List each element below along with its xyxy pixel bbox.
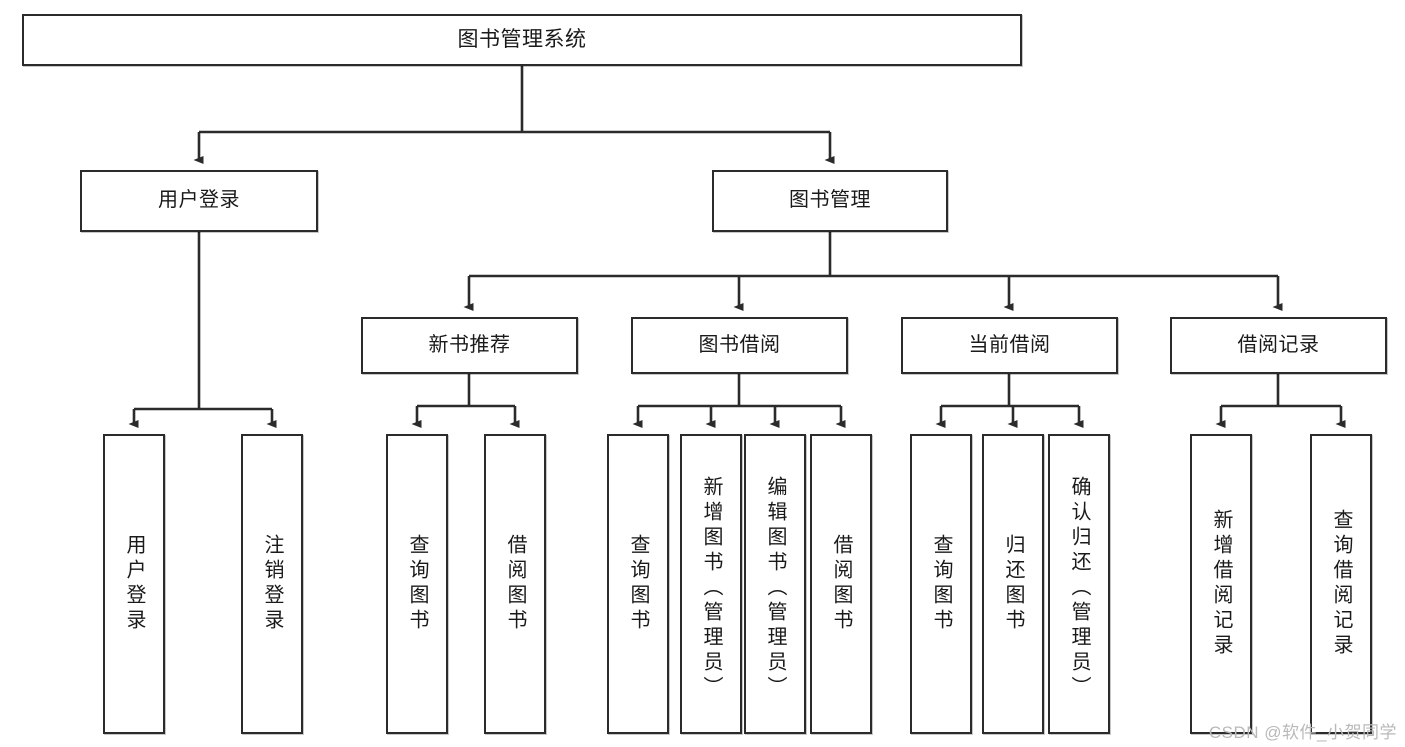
node-label: 图书管理系统 <box>457 27 587 51</box>
leaf-add-book-admin[interactable]: 新增图书（管理员） <box>680 434 742 734</box>
edge-user-login-children <box>128 232 277 428</box>
node-label: 归还图书 <box>1002 534 1024 634</box>
node-label: 借阅记录 <box>1237 333 1320 356</box>
node-label: 注销登录 <box>261 534 283 634</box>
node-label: 新增借阅记录 <box>1210 509 1232 659</box>
node-label: 当前借阅 <box>968 333 1051 356</box>
edge-book-borrow-children <box>632 374 846 428</box>
leaf-add-borrow-record[interactable]: 新增借阅记录 <box>1190 434 1252 734</box>
node-label: 查询图书 <box>406 534 428 634</box>
node-label: 图书管理 <box>789 189 871 212</box>
leaf-logout[interactable]: 注销登录 <box>241 434 303 734</box>
node-label: 用户登录 <box>158 189 240 212</box>
node-label: 新书推荐 <box>428 333 511 356</box>
node-book-borrow[interactable]: 图书借阅 <box>631 317 848 374</box>
node-label: 用户登录 <box>123 534 145 634</box>
leaf-query-book-current[interactable]: 查询图书 <box>910 434 972 734</box>
node-label: 借阅图书 <box>504 534 526 634</box>
node-label: 查询借阅记录 <box>1330 509 1352 659</box>
leaf-borrow-book-action[interactable]: 借阅图书 <box>810 434 872 734</box>
leaf-return-book[interactable]: 归还图书 <box>982 434 1044 734</box>
leaf-edit-book-admin[interactable]: 编辑图书（管理员） <box>744 434 806 734</box>
node-label: 确认归还（管理员） <box>1068 475 1090 701</box>
edge-new-book-children <box>411 374 520 428</box>
node-label: 新增图书（管理员） <box>700 475 722 701</box>
leaf-query-book-recommend[interactable]: 查询图书 <box>386 434 448 734</box>
edge-book-manage-children <box>463 232 1283 311</box>
edge-borrow-record-children <box>1215 374 1346 428</box>
leaf-confirm-return-admin[interactable]: 确认归还（管理员） <box>1048 434 1110 734</box>
node-label: 借阅图书 <box>830 534 852 634</box>
leaf-user-login[interactable]: 用户登录 <box>103 434 165 734</box>
edge-current-borrow-children <box>935 374 1084 428</box>
node-user-login[interactable]: 用户登录 <box>80 170 318 232</box>
edge-root-to-level2 <box>193 66 835 164</box>
node-new-book-recommend[interactable]: 新书推荐 <box>361 317 578 374</box>
node-label: 查询图书 <box>627 534 649 634</box>
node-label: 编辑图书（管理员） <box>764 475 786 701</box>
node-current-borrow[interactable]: 当前借阅 <box>901 317 1118 374</box>
node-book-manage[interactable]: 图书管理 <box>712 170 948 232</box>
leaf-borrow-book-recommend[interactable]: 借阅图书 <box>484 434 546 734</box>
node-root-system[interactable]: 图书管理系统 <box>22 14 1022 66</box>
watermark-credit: CSDN @软件_小贺同学 <box>1208 723 1397 742</box>
leaf-query-book-borrow[interactable]: 查询图书 <box>607 434 669 734</box>
leaf-query-borrow-record[interactable]: 查询借阅记录 <box>1310 434 1372 734</box>
node-borrow-record[interactable]: 借阅记录 <box>1170 317 1387 374</box>
node-label: 查询图书 <box>930 534 952 634</box>
node-label: 图书借阅 <box>698 333 781 356</box>
